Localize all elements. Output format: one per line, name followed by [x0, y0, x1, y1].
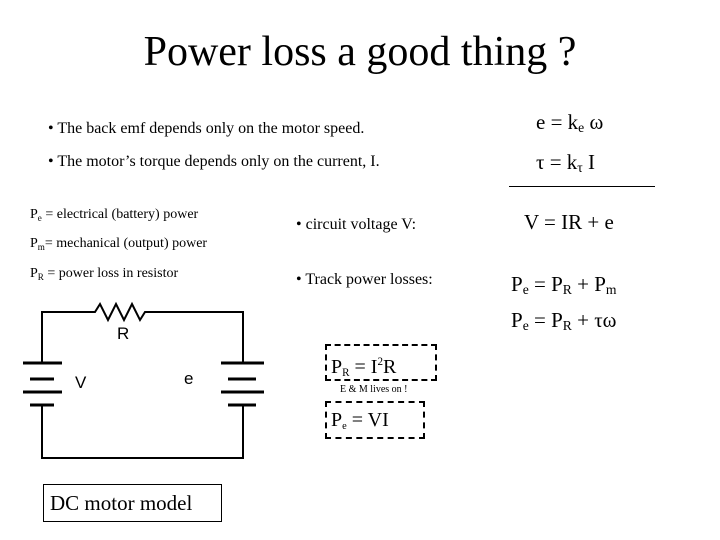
- equation-emf: e = ke ω: [536, 110, 604, 135]
- pe-formula-box: Pe = VI: [325, 401, 425, 439]
- slide-title: Power loss a good thing ?: [143, 29, 577, 75]
- pr-formula-box: PR = I2R: [325, 344, 437, 381]
- definition-pm: Pm= mechanical (output) power: [30, 236, 208, 252]
- definition-pe: Pe = electrical (battery) power: [30, 207, 199, 223]
- divider-line: [509, 186, 655, 187]
- caption-box: DC motor model: [43, 484, 222, 522]
- resistor-label: R: [117, 324, 130, 343]
- bullet-torque: • The motor’s torque depends only on the…: [48, 153, 380, 170]
- back-emf-label: e: [184, 369, 194, 388]
- equation-power-torque: Pe = PR + τω: [511, 308, 617, 333]
- bullet-track-power: • Track power losses:: [296, 271, 433, 288]
- battery-voltage-label: V: [75, 373, 87, 392]
- bullet-back-emf: • The back emf depends only on the motor…: [48, 120, 365, 137]
- equation-torque: τ = kτ I: [536, 150, 596, 175]
- circuit-caption: DC motor model: [50, 491, 193, 515]
- bullet-circuit-voltage: • circuit voltage V:: [296, 216, 417, 233]
- definition-pr: PR = power loss in resistor: [30, 266, 179, 282]
- em-note: E & M lives on !: [340, 384, 408, 395]
- equation-voltage: V = IR + e: [524, 210, 614, 234]
- equation-power-mech: Pe = PR + Pm: [511, 272, 617, 297]
